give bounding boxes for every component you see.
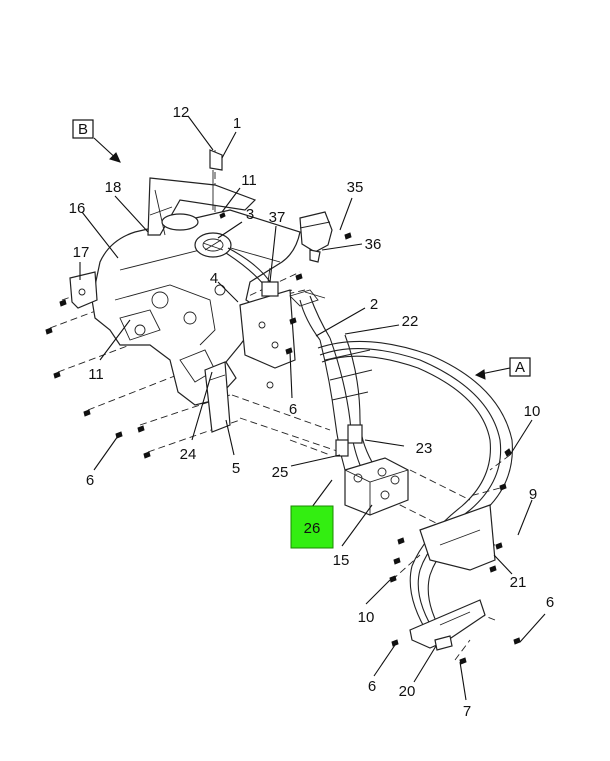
callout-11-left[interactable]: 11 (88, 366, 104, 383)
callout-17[interactable]: 17 (73, 244, 90, 261)
leader-lines (79, 115, 546, 701)
view-marker-a: A (509, 357, 531, 377)
callout-labels: 12 1 18 11 16 3 37 35 36 17 4 2 22 11 6 … (69, 104, 555, 720)
callout-10-right[interactable]: 10 (524, 403, 541, 420)
callout-16[interactable]: 16 (69, 200, 86, 217)
callout-9[interactable]: 9 (529, 486, 537, 503)
callout-37[interactable]: 37 (269, 209, 286, 226)
view-arrow-a (474, 367, 511, 380)
callout-23[interactable]: 23 (416, 440, 433, 457)
view-marker-b: B (72, 119, 94, 139)
callout-6-right[interactable]: 6 (546, 594, 554, 611)
callout-1[interactable]: 1 (233, 115, 241, 132)
plate-4 (239, 289, 296, 389)
callout-6-bottom[interactable]: 6 (368, 678, 376, 695)
valve-block-15 (344, 457, 409, 516)
harness-23 (319, 334, 373, 471)
reservoir-36 (299, 211, 333, 263)
view-marker-a-label: A (515, 359, 525, 376)
view-marker-b-label: B (78, 121, 88, 138)
lower-bracket-21 (409, 504, 496, 651)
callout-6-mid[interactable]: 6 (289, 401, 297, 418)
callout-11-top[interactable]: 11 (241, 172, 257, 189)
view-arrow-b (93, 137, 121, 163)
callout-18[interactable]: 18 (105, 179, 122, 196)
callout-4[interactable]: 4 (210, 270, 218, 287)
callout-2[interactable]: 2 (370, 296, 378, 313)
callout-20[interactable]: 20 (399, 683, 416, 700)
top-arm-bracket (147, 149, 257, 236)
callout-21[interactable]: 21 (510, 574, 527, 591)
side-plate-17 (69, 271, 98, 309)
callout-36[interactable]: 36 (365, 236, 382, 253)
callout-35[interactable]: 35 (347, 179, 364, 196)
connector-37 (261, 267, 279, 297)
callout-24[interactable]: 24 (180, 446, 197, 463)
mounting-bracket-16 (91, 209, 301, 406)
callout-10-bottom[interactable]: 10 (358, 609, 375, 626)
bracket-24 (204, 361, 231, 433)
callout-5[interactable]: 5 (232, 460, 240, 477)
callout-25[interactable]: 25 (272, 464, 289, 481)
callout-7[interactable]: 7 (463, 703, 471, 720)
callout-3[interactable]: 3 (246, 206, 254, 223)
callout-6-left[interactable]: 6 (86, 472, 94, 489)
callout-22[interactable]: 22 (402, 313, 419, 330)
highlight-callout-26-label: 26 (304, 520, 321, 537)
hoses-22 (289, 289, 513, 646)
callout-15[interactable]: 15 (333, 552, 350, 569)
highlight-callout-26[interactable]: 26 (290, 505, 334, 549)
callout-12[interactable]: 12 (173, 104, 190, 121)
